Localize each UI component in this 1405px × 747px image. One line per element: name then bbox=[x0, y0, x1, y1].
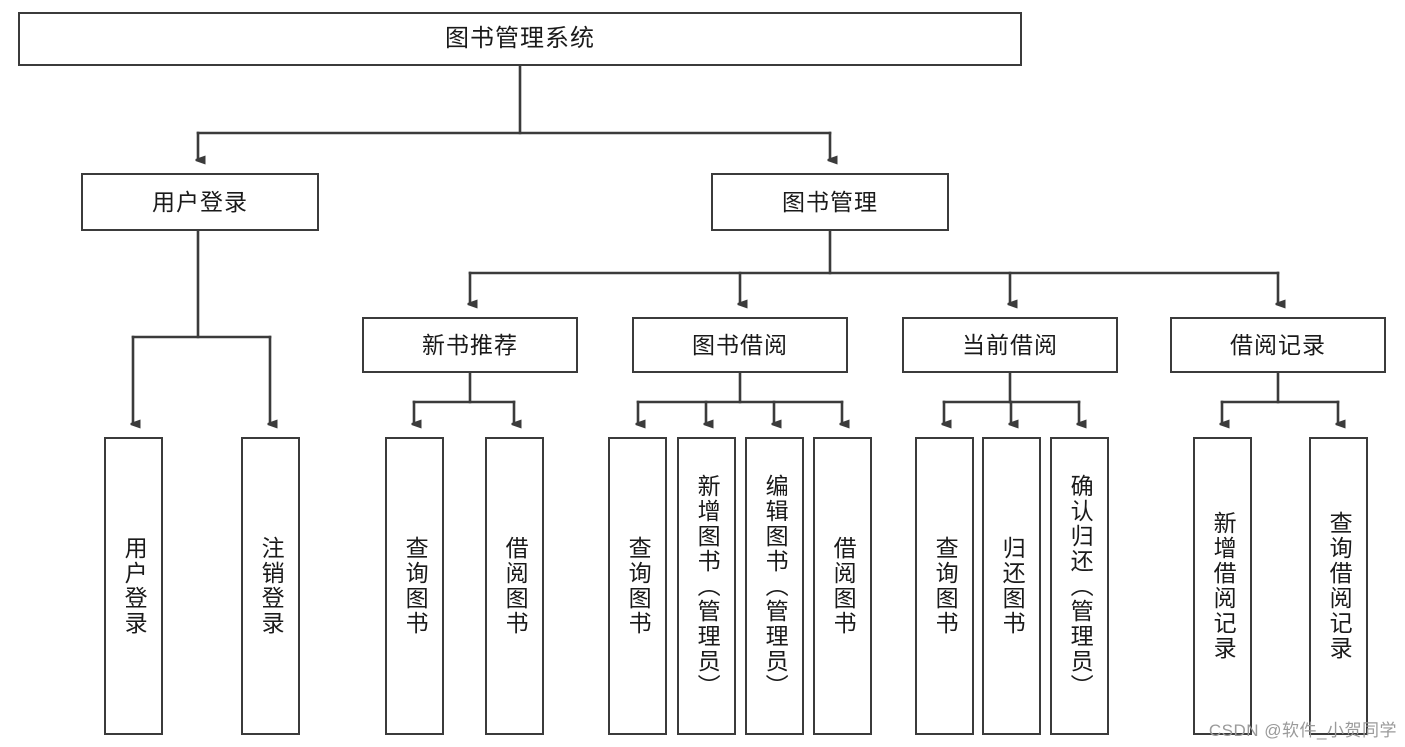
node-book-manage[interactable]: 图书管理 bbox=[711, 173, 949, 231]
node-user-login-label: 用户登录 bbox=[152, 188, 248, 215]
leaf-confirm-return[interactable]: 确认归还（管理员） bbox=[1050, 437, 1109, 735]
leaf-borrow-book-2-label: 借阅图书 bbox=[830, 536, 857, 636]
leaf-return-book-label: 归还图书 bbox=[999, 536, 1026, 636]
leaf-query-book-3-label: 查询图书 bbox=[932, 536, 959, 636]
leaf-logout-label: 注销登录 bbox=[258, 536, 285, 636]
leaf-borrow-book-1-label: 借阅图书 bbox=[502, 536, 529, 636]
watermark-text: CSDN @软件_小贺同学 bbox=[1208, 721, 1397, 740]
node-new-book-recommend-label: 新书推荐 bbox=[422, 331, 518, 358]
leaf-add-book[interactable]: 新增图书（管理员） bbox=[677, 437, 736, 735]
leaf-confirm-return-label: 确认归还（管理员） bbox=[1067, 473, 1094, 699]
leaf-borrow-book-1[interactable]: 借阅图书 bbox=[485, 437, 544, 735]
leaf-user-login-label: 用户登录 bbox=[121, 536, 148, 636]
leaf-edit-book-label: 编辑图书（管理员） bbox=[762, 473, 789, 699]
leaf-query-book-3[interactable]: 查询图书 bbox=[915, 437, 974, 735]
node-current-borrow[interactable]: 当前借阅 bbox=[902, 317, 1118, 373]
node-borrow-record[interactable]: 借阅记录 bbox=[1170, 317, 1386, 373]
leaf-query-record-label: 查询借阅记录 bbox=[1326, 511, 1353, 661]
node-new-book-recommend[interactable]: 新书推荐 bbox=[362, 317, 578, 373]
leaf-add-record[interactable]: 新增借阅记录 bbox=[1193, 437, 1252, 735]
leaf-query-book-2-label: 查询图书 bbox=[625, 536, 652, 636]
leaf-borrow-book-2[interactable]: 借阅图书 bbox=[813, 437, 872, 735]
node-root[interactable]: 图书管理系统 bbox=[18, 12, 1022, 66]
leaf-query-book-1[interactable]: 查询图书 bbox=[385, 437, 444, 735]
leaf-query-book-1-label: 查询图书 bbox=[402, 536, 429, 636]
node-book-borrow-label: 图书借阅 bbox=[692, 331, 788, 358]
leaf-return-book[interactable]: 归还图书 bbox=[982, 437, 1041, 735]
node-current-borrow-label: 当前借阅 bbox=[962, 331, 1058, 358]
leaf-add-book-label: 新增图书（管理员） bbox=[694, 473, 721, 699]
node-book-borrow[interactable]: 图书借阅 bbox=[632, 317, 848, 373]
leaf-add-record-label: 新增借阅记录 bbox=[1210, 511, 1237, 661]
leaf-edit-book[interactable]: 编辑图书（管理员） bbox=[745, 437, 804, 735]
leaf-user-login[interactable]: 用户登录 bbox=[104, 437, 163, 735]
node-root-label: 图书管理系统 bbox=[445, 25, 595, 53]
node-book-manage-label: 图书管理 bbox=[782, 188, 878, 215]
node-borrow-record-label: 借阅记录 bbox=[1230, 331, 1326, 358]
leaf-query-book-2[interactable]: 查询图书 bbox=[608, 437, 667, 735]
leaf-query-record[interactable]: 查询借阅记录 bbox=[1309, 437, 1368, 735]
leaf-logout[interactable]: 注销登录 bbox=[241, 437, 300, 735]
node-user-login[interactable]: 用户登录 bbox=[81, 173, 319, 231]
